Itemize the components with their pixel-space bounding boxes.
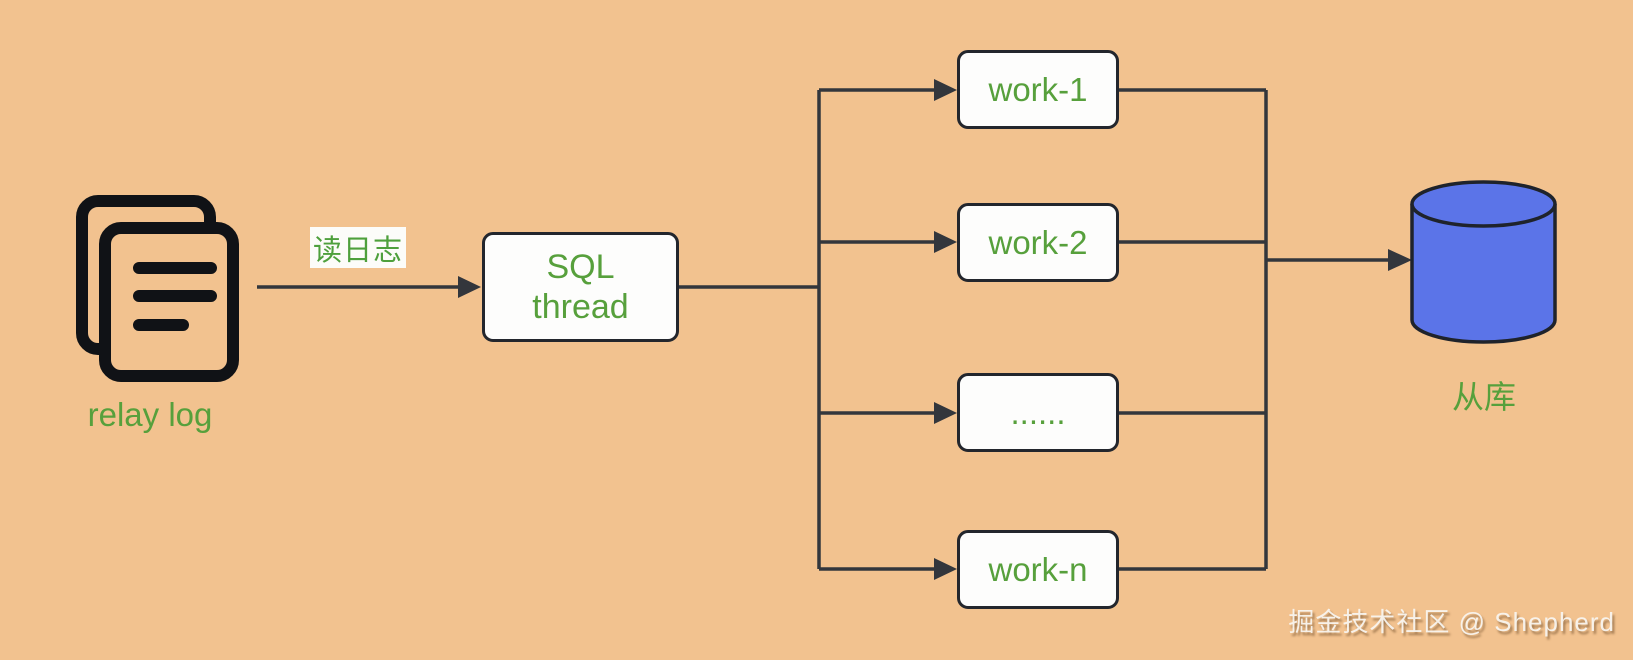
node-sql-thread: SQL thread	[482, 232, 679, 342]
connector-lines	[257, 88, 1390, 571]
relay-log-label: relay log	[87, 396, 213, 433]
watermark-text: 掘金技术社区 @ Shepherd	[1288, 607, 1615, 637]
work-2-label: work-2	[988, 223, 1088, 261]
sql-thread-label-line1: SQL	[546, 247, 615, 286]
work-1-label: work-1	[988, 70, 1088, 108]
work-ellipsis-label: ......	[1010, 393, 1066, 431]
node-work-2: work-2	[957, 203, 1119, 282]
node-work-ellipsis: ......	[957, 373, 1119, 452]
slave-db-label: 从库	[1451, 379, 1516, 415]
database-cylinder-icon	[1410, 180, 1557, 344]
work-n-label: work-n	[988, 550, 1088, 588]
edge-label-read-log: 读日志	[310, 227, 406, 268]
node-work-n: work-n	[957, 530, 1119, 609]
stacked-documents-icon	[76, 195, 239, 382]
node-work-1: work-1	[957, 50, 1119, 129]
arrowhead-icons	[458, 79, 1412, 580]
sql-thread-label-line2: thread	[532, 288, 629, 326]
